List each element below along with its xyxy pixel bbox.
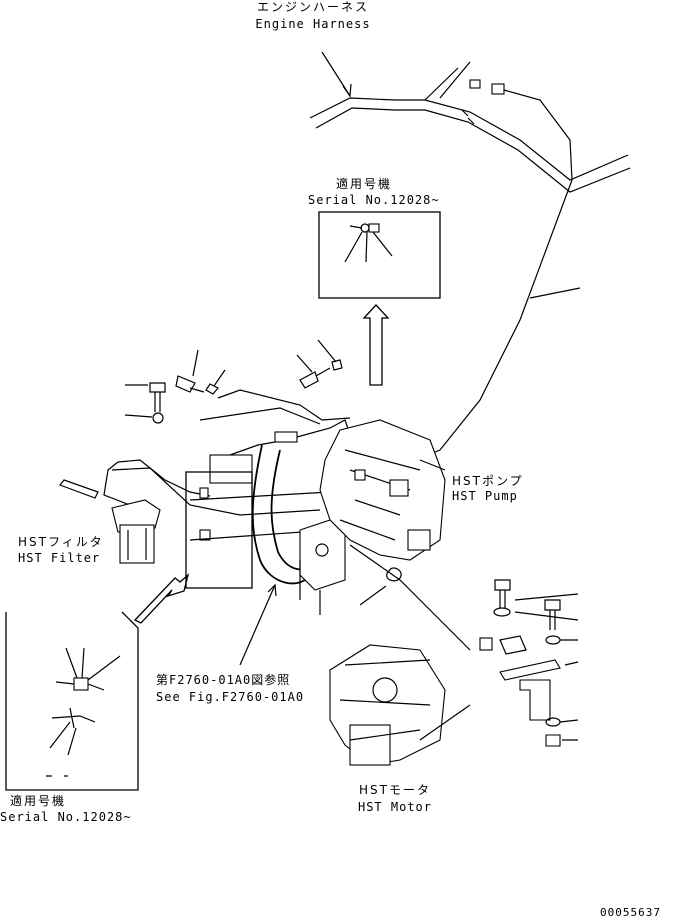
hst-motor-label-en: HST Motor [357, 800, 433, 814]
serial-top-label-en: Serial No.12028~ [308, 193, 440, 207]
motor-cable [349, 544, 471, 651]
hst-pump-label-jp: HSTポンプ [452, 474, 524, 488]
sensor-bracket [199, 389, 353, 484]
left-wiring [59, 459, 331, 589]
drawing-number: 00055637 [600, 906, 661, 919]
serial-bottom-label-en: Serial No.12028~ [0, 810, 132, 824]
hst-filter [111, 499, 161, 564]
sensor-wire [409, 179, 581, 463]
hst-filter-label-en: HST Filter [18, 551, 101, 565]
hst-motor-label-jp: HSTモータ [359, 783, 431, 797]
serial-inset-top [318, 211, 441, 386]
pump-block [299, 519, 346, 615]
hst-filter-label-jp: HSTフィルタ [18, 535, 104, 549]
bolts-left [124, 339, 343, 424]
engine-harness-leader [321, 51, 352, 98]
hst-motor [329, 644, 471, 766]
engine-harness-label-jp: エンジンハーネス [256, 0, 369, 14]
serial-inset-bottom [5, 573, 190, 791]
hst-pump-label-en: HST Pump [452, 489, 518, 503]
hst-pump [319, 419, 446, 561]
engine-harness [309, 61, 631, 193]
serial-top-label-jp: 適用号機 [336, 177, 393, 191]
serial-bottom-label-jp: 適用号機 [10, 794, 67, 808]
engine-harness-label-en: Engine Harness [255, 17, 371, 31]
see-fig-label-en: See Fig.F2760-01A0 [156, 690, 305, 704]
see-fig-label-jp: 第F2760-01A0図参照 [156, 673, 291, 687]
see-fig-leader [239, 583, 277, 666]
clamp-right [479, 579, 579, 747]
